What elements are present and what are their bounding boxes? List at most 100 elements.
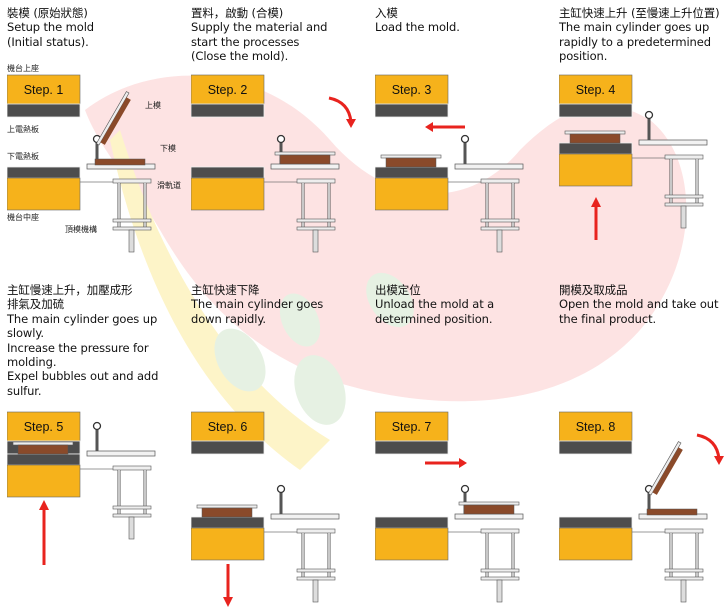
mold	[12, 441, 74, 455]
step-panel-2: Step. 2 置料，啟動 (合模)Supply the material an…	[191, 0, 375, 277]
step-label: Step. 2	[208, 83, 248, 97]
lower-platen-assembly	[375, 134, 524, 253]
mold	[458, 501, 520, 515]
upper-mold-open	[647, 441, 683, 496]
upper-platen	[7, 74, 81, 118]
step-text-en: slowly.	[7, 326, 44, 341]
step-text-en: molding.	[7, 355, 57, 370]
step-text-en: Supply the material and	[191, 20, 328, 35]
label-lower-heater: 下電熱板	[7, 152, 39, 161]
lower-platen-assembly	[559, 484, 708, 603]
step-label: Step. 4	[576, 83, 616, 97]
step-label: Step. 6	[208, 420, 248, 434]
step-text-en: The main cylinder goes	[191, 297, 324, 312]
step-text-en: position.	[559, 49, 608, 64]
machine-diagram: Step. 8	[559, 411, 724, 603]
arrow-right-icon	[425, 458, 467, 468]
label-upper-base: 機台上座	[7, 64, 39, 73]
arrow-left-icon	[425, 122, 465, 132]
mold	[380, 154, 442, 168]
mold	[196, 504, 258, 518]
step-title-zh: 開模及取成品	[559, 283, 628, 297]
lower-platen-assembly	[559, 110, 708, 229]
machine-diagram: Step. 7	[375, 411, 524, 603]
step-panel-4: Step. 4 主缸快速上升 (至慢速上升位置)The main cylinde…	[559, 0, 728, 277]
step-text-en: down rapidly.	[191, 311, 266, 326]
label-upper-mold: 上模	[145, 101, 161, 110]
step-text-en: The main cylinder goes up	[7, 311, 158, 326]
step-title-zh: 主缸快速上升 (至慢速上升位置)	[559, 6, 720, 20]
arrow-up-icon	[591, 197, 601, 240]
step-text-en: determined position.	[375, 311, 493, 326]
step-panel-1: Step. 1 裝模 (原始狀態)Setup the mold(Initial …	[7, 0, 191, 277]
step-text-en: Setup the mold	[7, 20, 94, 35]
machine-diagram: Step. 4	[559, 74, 708, 240]
machine-diagram: Step. 1	[7, 74, 156, 253]
arrow-rotate-cw-icon	[328, 96, 356, 128]
step-title-zh-2: 排氣及加硫	[7, 297, 64, 312]
upper-platen	[559, 411, 633, 455]
label-middle-base: 機台中座	[7, 213, 39, 222]
lower-mold	[94, 158, 146, 166]
step-text-en: (Initial status).	[7, 34, 89, 49]
mold	[274, 151, 336, 165]
step-title-zh: 主缸慢速上升，加壓成形	[7, 283, 133, 297]
step-text-en: Load the mold.	[375, 20, 460, 35]
machine-diagram: Step. 3	[375, 74, 524, 253]
step-title-zh: 置料，啟動 (合模)	[191, 6, 284, 20]
machine-diagram: Step. 6	[191, 411, 340, 607]
step-title-zh: 裝模 (原始狀態)	[7, 6, 88, 20]
step-description: 裝模 (原始狀態)Setup the mold(Initial status).	[7, 6, 189, 49]
step-text-en: rapidly to a predetermined	[559, 34, 711, 49]
lower-platen-assembly	[191, 134, 340, 253]
upper-platen	[559, 74, 633, 118]
step-description: 主缸快速上升 (至慢速上升位置)The main cylinder goes u…	[559, 6, 728, 64]
step-label: Step. 3	[392, 83, 432, 97]
step-title-zh: 入模	[375, 6, 398, 20]
arrow-down-icon	[223, 564, 233, 607]
lower-platen-assembly	[191, 484, 340, 603]
step-text-en: Expel bubbles out and add	[7, 369, 159, 384]
step-label: Step. 1	[24, 83, 64, 97]
step-text-en: Increase the pressure for	[7, 340, 149, 355]
step-text-en: Unload the mold at a	[375, 297, 495, 312]
upper-platen	[191, 74, 265, 118]
upper-mold-open	[95, 91, 131, 146]
step-text-en: sulfur.	[7, 383, 42, 398]
machine-diagram: Step. 5	[7, 411, 156, 565]
label-slide-rail: 滑軌道	[157, 181, 181, 190]
lower-platen-assembly	[375, 484, 524, 603]
upper-platen	[375, 74, 449, 118]
lower-platen-assembly	[7, 421, 156, 540]
step-label: Step. 5	[24, 420, 64, 434]
step-text-en: (Close the mold).	[191, 49, 289, 64]
step-text-en: start the processes	[191, 34, 300, 49]
step-label: Step. 8	[576, 420, 616, 434]
step-title-zh: 主缸快速下降	[191, 283, 260, 297]
upper-platen	[375, 411, 449, 455]
label-ejector: 頂模機構	[65, 225, 97, 234]
step-text-en: the final product.	[559, 311, 657, 326]
label-lower-mold: 下模	[160, 144, 176, 153]
label-upper-heater: 上電熱板	[7, 125, 39, 134]
arrow-rotate-cw-icon	[696, 433, 724, 465]
step-title-zh: 出模定位	[375, 283, 421, 297]
step-text-en: The main cylinder goes up	[559, 20, 710, 35]
arrow-up-icon	[39, 500, 49, 565]
step-label: Step. 7	[392, 420, 432, 434]
upper-platen	[191, 411, 265, 455]
step-text-en: Open the mold and take out	[559, 297, 719, 312]
lower-mold	[646, 508, 698, 516]
